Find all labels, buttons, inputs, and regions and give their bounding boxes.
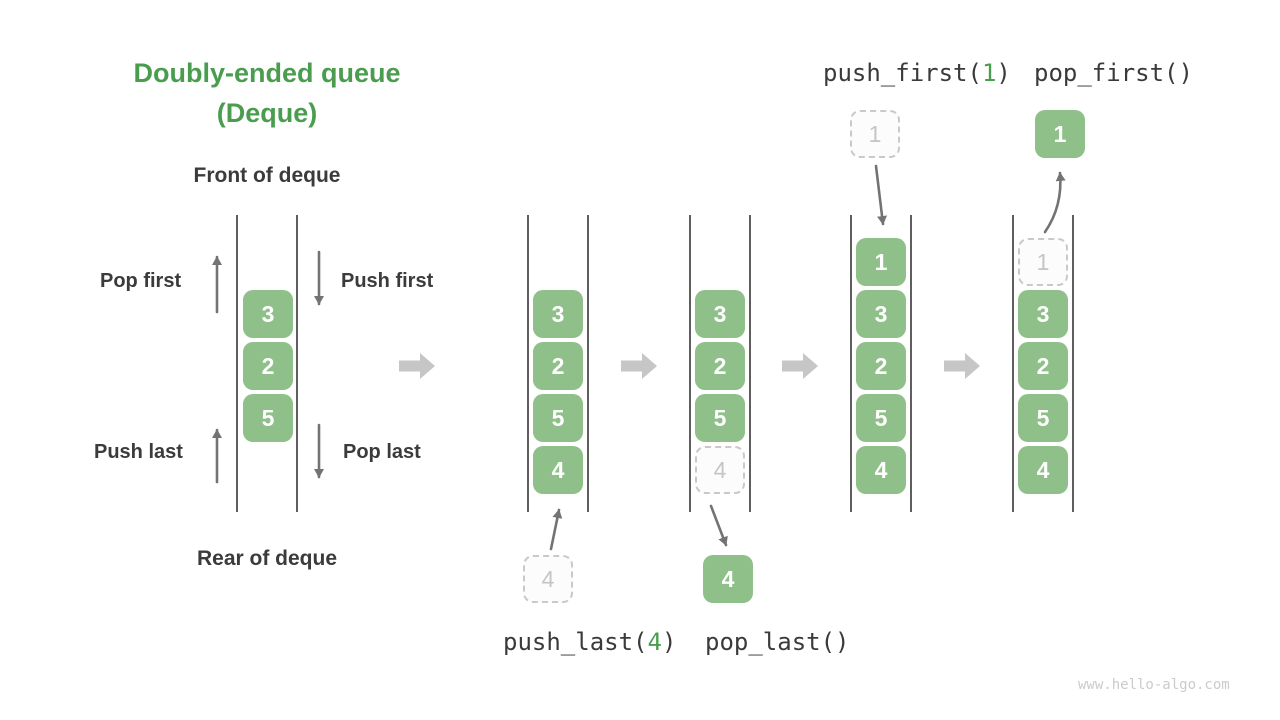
- push-first-label: Push first: [341, 270, 434, 292]
- step-arrow-2: [621, 353, 657, 379]
- op-text: pop_first(): [1034, 59, 1193, 87]
- pop-last-label: Pop last: [343, 441, 421, 463]
- title-text: (Deque): [216, 98, 318, 128]
- op-label-push-first: push_first(1): [823, 59, 1011, 87]
- deque-cell: 1: [856, 238, 906, 286]
- push-last-incoming-cell: 4: [523, 555, 573, 603]
- deque-cell: 5: [856, 394, 906, 442]
- op-arg: 4: [647, 628, 662, 656]
- op-label-push-last: push_last(4): [503, 628, 676, 656]
- step-arrow-3: [782, 353, 818, 379]
- pop-first-result-cell: 1: [1035, 110, 1085, 158]
- deque-cell: 5: [533, 394, 583, 442]
- deque-cell: 2: [695, 342, 745, 390]
- deque-cell: 5: [1018, 394, 1068, 442]
- deque-cell: 5: [695, 394, 745, 442]
- deque-cell: 3: [243, 290, 293, 338]
- rear-of-deque-label: Rear of deque: [196, 547, 338, 570]
- op-text: push_last(: [503, 628, 648, 656]
- site-watermark: www.hello-algo.com: [1078, 677, 1230, 693]
- pop-last-removed-cell: 4: [695, 446, 745, 494]
- deque-cell: 4: [1018, 446, 1068, 494]
- op-text: push_first(: [823, 59, 982, 87]
- op-label-pop-first: pop_first(): [1034, 59, 1193, 87]
- op-label-pop-last: pop_last(): [705, 628, 850, 656]
- step-arrow-4: [944, 353, 980, 379]
- deque-cell: 2: [533, 342, 583, 390]
- page-title-line1: Doubly-ended queue: [87, 58, 447, 89]
- push-last-label: Push last: [94, 441, 183, 463]
- deque-cell: 3: [695, 290, 745, 338]
- op-arg: 1: [981, 59, 997, 87]
- page-title-line2: (Deque): [87, 98, 447, 129]
- pop-last-remove-arrow: [709, 504, 728, 547]
- pop-last-result-cell: 4: [703, 555, 753, 603]
- pop-first-remove-arrow: [1043, 171, 1066, 234]
- deque-channel-walls: [236, 215, 1074, 512]
- pop-first-removed-cell: 1: [1018, 238, 1068, 286]
- push-first-incoming-cell: 1: [850, 110, 900, 158]
- op-text: ): [661, 628, 677, 656]
- push-first-insert-arrow: [874, 164, 888, 226]
- deque-cell: 2: [243, 342, 293, 390]
- deque-cell: 4: [856, 446, 906, 494]
- op-text: ): [996, 59, 1011, 87]
- front-of-deque-label: Front of deque: [193, 164, 341, 187]
- deque-cell: 3: [856, 290, 906, 338]
- deque-cell: 2: [1018, 342, 1068, 390]
- deque-cell: 5: [243, 394, 293, 442]
- deque-cell: 4: [533, 446, 583, 494]
- pop-first-label: Pop first: [100, 270, 182, 292]
- op-text: pop_last(): [705, 628, 850, 656]
- title-text: Doubly-ended queue: [133, 58, 401, 88]
- deque-cell: 3: [1018, 290, 1068, 338]
- deque-cell: 3: [533, 290, 583, 338]
- step-arrow-1: [399, 353, 435, 379]
- push-last-insert-arrow: [549, 508, 563, 551]
- deque-cell: 2: [856, 342, 906, 390]
